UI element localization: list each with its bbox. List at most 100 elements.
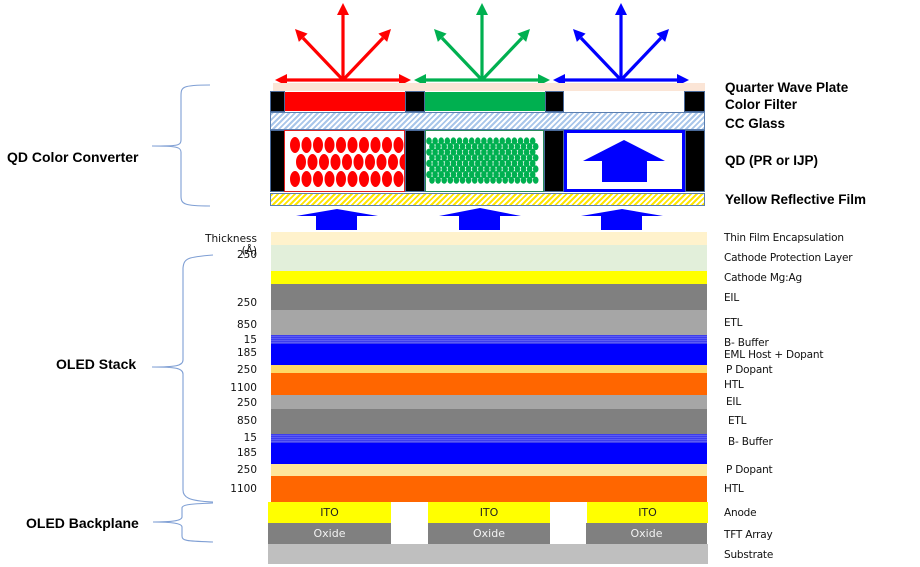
green-quantum-dot <box>523 137 530 145</box>
layer-htl <box>271 476 707 502</box>
red-quantum-dot <box>301 171 312 187</box>
green-quantum-dot <box>523 148 530 156</box>
green-quantum-dot <box>478 143 484 151</box>
red-quantum-dot <box>359 171 369 187</box>
red-quantum-dot <box>313 171 323 187</box>
label-cc-glass: CC Glass <box>725 116 786 131</box>
layer-eil <box>271 284 707 310</box>
oxide-label: Oxide <box>473 527 505 540</box>
emission-arrows <box>275 3 689 86</box>
thickness-value: 15 <box>243 432 257 444</box>
green-quantum-dot <box>429 176 435 184</box>
red-quantum-dot <box>370 137 381 153</box>
green-quantum-dot <box>462 159 469 167</box>
green-quantum-dot <box>502 143 508 151</box>
brace-oled-stack <box>151 254 214 503</box>
green-quantum-dot <box>432 148 438 156</box>
green-quantum-dot <box>426 159 432 167</box>
red-quantum-dot <box>301 137 312 153</box>
green-quantum-dot <box>465 176 472 184</box>
ito-label: ITO <box>638 506 657 519</box>
green-quantum-dot <box>471 165 478 173</box>
green-quantum-dot <box>505 137 512 145</box>
label-anode: Anode <box>724 507 757 519</box>
oxide-tft <box>586 523 707 544</box>
green-quantum-dot <box>499 148 505 156</box>
layer-label: EIL <box>724 292 739 304</box>
green-quantum-dot <box>532 165 539 173</box>
red-quantum-dot <box>382 137 392 153</box>
red-quantum-dot <box>319 154 329 170</box>
ito-anode <box>587 502 708 523</box>
green-quantum-dot <box>432 137 438 145</box>
green-quantum-dot <box>459 154 466 162</box>
green-quantum-dot <box>438 159 444 167</box>
layer-p-dopant <box>271 365 707 373</box>
green-quantum-dot <box>493 171 499 179</box>
red-quantum-dot <box>336 137 346 153</box>
red-quantum-dot <box>393 137 404 153</box>
green-quantum-dot <box>529 137 536 145</box>
red-color-filter <box>285 92 405 111</box>
green-quantum-dot <box>435 165 441 173</box>
green-quantum-dot <box>438 137 444 145</box>
group-label-oled-stack: OLED Stack <box>56 356 137 372</box>
green-quantum-dot <box>529 159 536 167</box>
green-quantum-dot <box>447 154 454 162</box>
thickness-value: 850 <box>236 319 257 331</box>
green-quantum-dot <box>505 148 512 156</box>
green-quantum-dot <box>517 171 524 179</box>
green-quantum-dot <box>529 171 536 179</box>
layer-label: HTL <box>724 379 744 391</box>
green-quantum-dot <box>502 154 508 162</box>
green-quantum-dot <box>462 137 469 145</box>
green-quantum-dot <box>456 148 463 156</box>
green-quantum-dot <box>484 176 490 184</box>
blue-emission-arrow-icon <box>553 3 689 86</box>
red-quantum-dot <box>330 154 341 170</box>
thickness-value: 850 <box>236 415 257 427</box>
red-quantum-dot <box>307 154 318 170</box>
green-quantum-dot <box>444 148 451 156</box>
thickness-value: 250 <box>236 249 257 261</box>
red-quantum-dot <box>359 137 369 153</box>
red-quantum-dots <box>290 137 410 187</box>
layer-p-dopant <box>271 464 707 476</box>
layer-label: Cathode Protection Layer <box>724 252 853 264</box>
layer-label: B- Buffer <box>724 337 769 349</box>
green-quantum-dot <box>465 154 472 162</box>
red-quantum-dot <box>393 171 404 187</box>
green-quantum-dot <box>490 165 496 173</box>
green-quantum-dot <box>468 159 475 167</box>
green-quantum-dot <box>502 165 508 173</box>
thickness-value: 185 <box>236 347 257 359</box>
green-quantum-dot <box>511 171 518 179</box>
green-quantum-dot <box>435 154 441 162</box>
green-quantum-dot <box>520 176 527 184</box>
oxide-tft <box>428 523 550 544</box>
green-quantum-dot <box>468 148 475 156</box>
red-qd-cell <box>284 130 410 192</box>
green-quantum-dot <box>508 154 515 162</box>
layer-cathode-mg-ag <box>271 271 707 284</box>
blue-arrow-icon <box>439 208 521 230</box>
layer-thin-film-encapsulation <box>271 232 707 245</box>
label-tft-array: TFT Array <box>724 529 773 541</box>
label-substrate: Substrate <box>724 549 774 561</box>
layer-etl <box>271 310 707 335</box>
red-quantum-dot <box>342 154 352 170</box>
green-quantum-dot <box>475 137 481 145</box>
blue-arrow-icon <box>581 209 663 230</box>
green-quantum-dot <box>429 154 435 162</box>
green-quantum-dot <box>481 148 487 156</box>
green-quantum-dot <box>456 137 463 145</box>
blue-up-arrow-icon <box>583 140 665 182</box>
green-quantum-dot <box>532 176 539 184</box>
green-quantum-dot <box>496 165 502 173</box>
green-quantum-dot <box>520 143 527 151</box>
green-quantum-dot <box>487 137 493 145</box>
green-color-filter <box>425 92 545 111</box>
oxide-label: Oxide <box>630 527 663 540</box>
green-quantum-dot <box>444 159 451 167</box>
layer-label: Cathode Mg:Ag <box>724 272 802 284</box>
